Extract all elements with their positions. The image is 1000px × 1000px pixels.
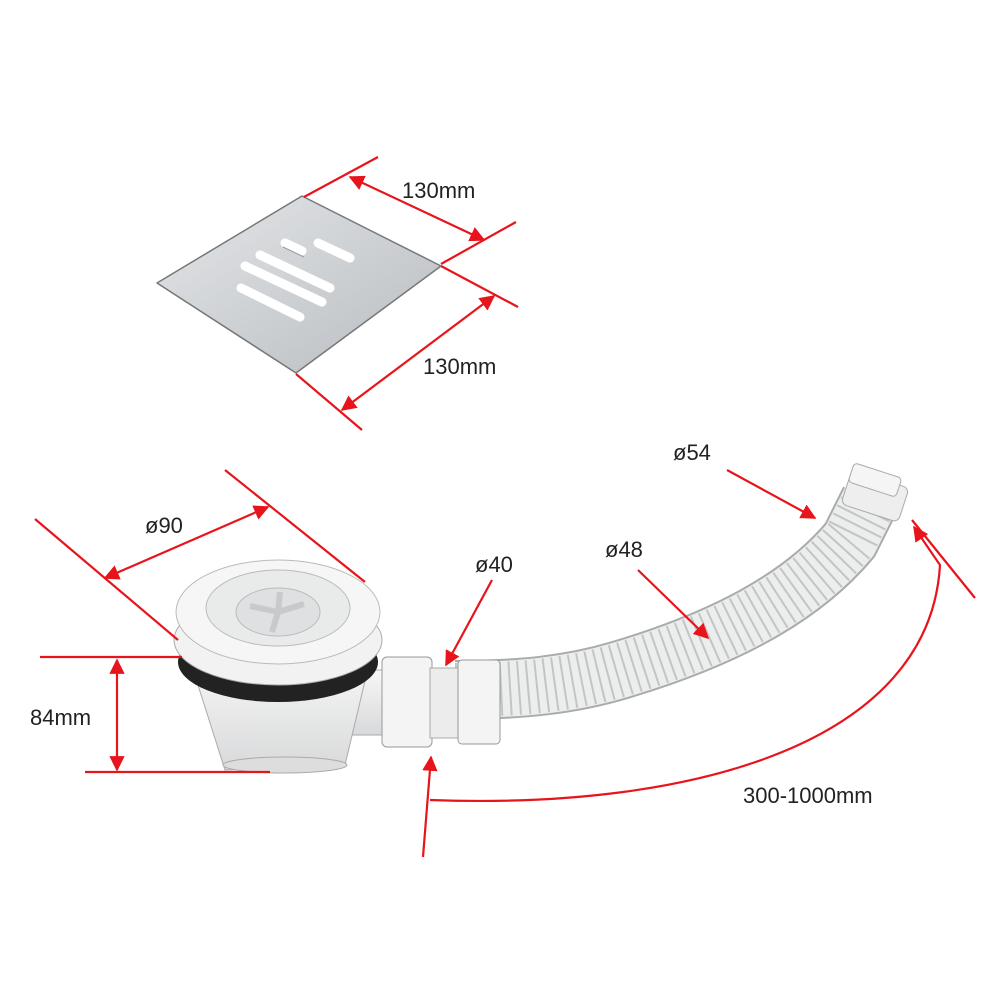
grate-slots — [236, 238, 355, 322]
grate-depth-label: 130mm — [423, 354, 496, 379]
flexible-hose — [454, 463, 909, 720]
drain-grate — [156, 195, 442, 374]
grate-width-label: 130mm — [402, 178, 475, 203]
hose-length-label: 300-1000mm — [743, 783, 873, 808]
drain-trap — [173, 559, 383, 774]
connector-diameter-label: ø40 — [475, 552, 513, 577]
flange-diameter-label: ø90 — [145, 513, 183, 538]
trap-height-label: 84mm — [30, 705, 91, 730]
dimension-lines — [34, 156, 976, 858]
hose-connector — [344, 656, 501, 748]
outlet-diameter-label: ø54 — [673, 440, 711, 465]
hose-diameter-label: ø48 — [605, 537, 643, 562]
